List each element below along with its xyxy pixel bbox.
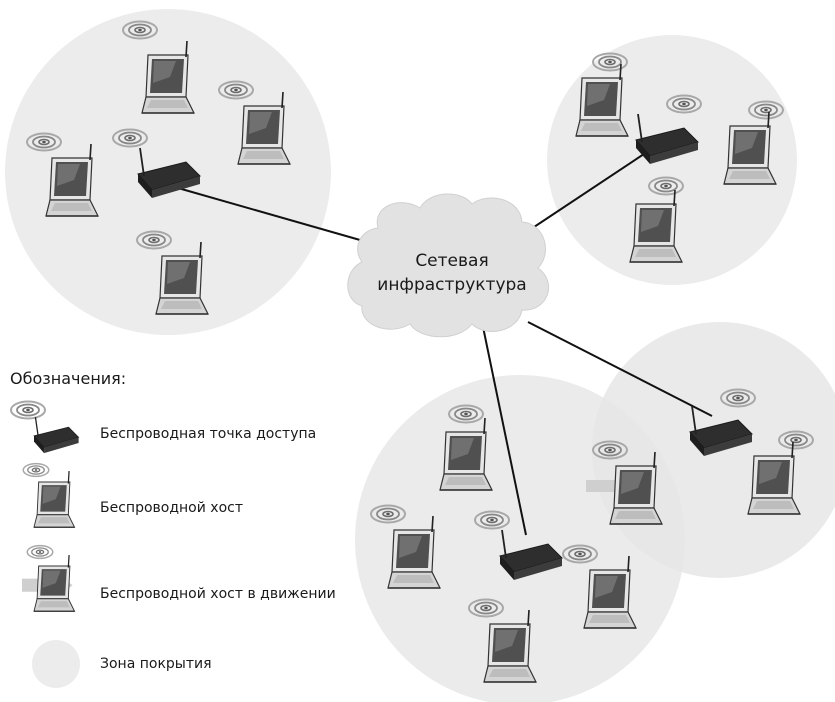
link-bottom-right [527, 321, 713, 417]
legend: Обозначения: Беспроводная точка доступа … [10, 369, 336, 688]
signal-icon [370, 504, 406, 524]
legend-item-host: Беспроводной хост [22, 462, 243, 528]
link-bottom-center [481, 321, 527, 536]
laptop-icon [33, 470, 76, 528]
link-top-right [521, 149, 651, 236]
signal-icon [136, 230, 172, 250]
laptop-icon [33, 554, 76, 612]
signal-icon [218, 80, 254, 100]
legend-label-coverage: Зона покрытия [100, 656, 212, 672]
links [177, 149, 713, 536]
signal-icon [10, 400, 46, 420]
signal-icon [468, 598, 504, 618]
legend-item-access-point: Беспроводная точка доступа [10, 400, 316, 454]
signal-icon [22, 462, 50, 478]
legend-title: Обозначения: [10, 369, 126, 388]
access-point-icon [33, 416, 80, 454]
legend-item-coverage: Зона покрытия [32, 640, 212, 688]
network-infrastructure-cloud: Сетевая инфраструктура [347, 193, 549, 338]
legend-label-moving-host: Беспроводной хост в движении [100, 586, 336, 602]
signal-icon [26, 544, 54, 560]
coverage-area-icon [32, 640, 80, 688]
link-top-left [177, 187, 361, 241]
legend-item-moving-host: Беспроводной хост в движении [22, 544, 336, 612]
signal-icon [448, 404, 484, 424]
cloud-label-line1: Сетевая [415, 251, 488, 271]
legend-label-access-point: Беспроводная точка доступа [100, 426, 316, 442]
signal-icon [122, 20, 158, 40]
legend-label-host: Беспроводной хост [100, 500, 243, 516]
signal-icon [474, 510, 510, 530]
cloud-label-line2: инфраструктура [377, 275, 526, 295]
